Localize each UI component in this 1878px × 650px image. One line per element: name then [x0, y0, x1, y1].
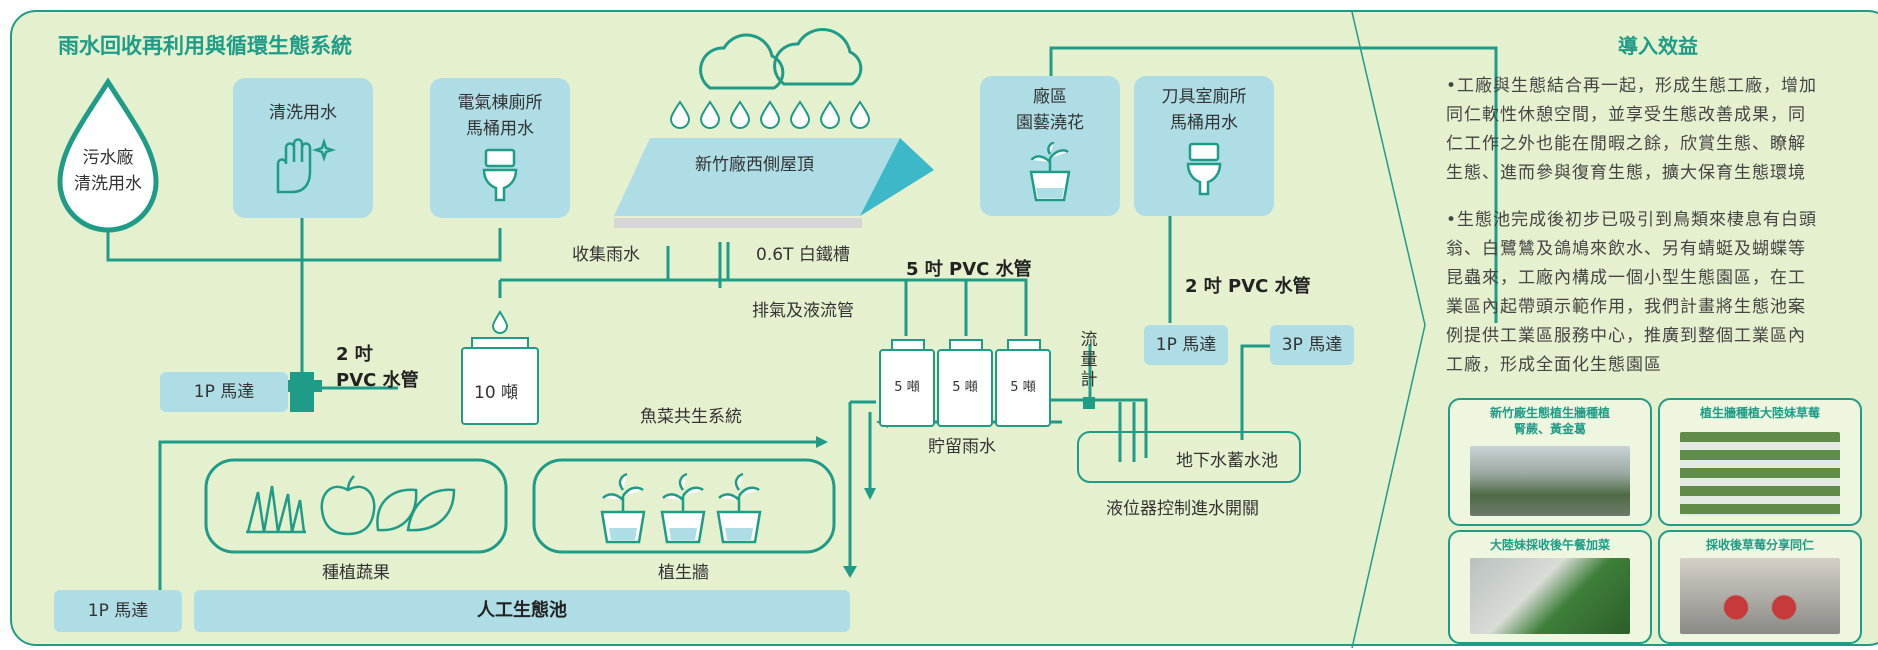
cloud-icon — [699, 27, 863, 90]
toilet-icon — [1186, 142, 1222, 196]
cleaning-glove-icon — [276, 138, 336, 194]
photo-caption: 採收後草莓分享同仁 — [1660, 537, 1860, 553]
card-electric-toilet-line: 馬桶用水 — [466, 119, 534, 139]
benefit-line: 仁工作之外也能在閒暇之餘，欣賞生態、瞭解 — [1446, 134, 1806, 154]
wall-box — [532, 458, 836, 554]
aquaponics-label: 魚菜共生系統 — [640, 407, 742, 427]
photo-image — [1680, 432, 1840, 516]
roof-label: 新竹廠西側屋頂 — [695, 155, 814, 175]
photo-caption: 大陸妹採收後午餐加菜 — [1450, 537, 1650, 553]
drop-label-line: 污水廠 — [82, 148, 134, 168]
benefit-line: 昆蟲來，工廠內構成一個小型生態園區，在工 — [1446, 268, 1806, 288]
photo-caption: 新竹廠生態植生牆種植 腎蕨、黃金葛 — [1450, 405, 1650, 437]
vent-label: 排氣及液流管 — [752, 301, 854, 321]
motor-3p: 3P 馬達 — [1270, 325, 1354, 365]
photo-caption-line: 採收後草莓分享同仁 — [1705, 538, 1814, 552]
card-electric-toilet: 電氣棟廁所 馬桶用水 — [430, 78, 570, 218]
benefit-paragraph-1: •工廠與生態結合再一起，形成生態工廠，增加 同仁軟性休憩空間，並享受生態改善成果… — [1446, 72, 1817, 188]
benefit-line: 業區內起帶頭示範作用，我們計畫將生態池案 — [1446, 297, 1806, 317]
storage-label: 貯留雨水 — [928, 437, 996, 457]
pvc2-right-label: 2 吋 PVC 水管 — [1185, 276, 1311, 297]
pond-bar: 人工生態池 — [194, 590, 850, 632]
tank-5-label: 5 噸 — [952, 380, 978, 395]
photo-image — [1470, 558, 1630, 634]
motor-1p-bottom: 1P 馬達 — [54, 590, 182, 632]
photo-card-3: 大陸妹採收後午餐加菜 — [1448, 530, 1652, 644]
tank-10-icon — [461, 337, 539, 425]
benefit-paragraph-2: •生態池完成後初步已吸引到鳥類來棲息有白頭 翁、白鷺鷥及鴿鳩來飲水、另有蜻蜓及蝴… — [1446, 206, 1817, 380]
photo-caption-line: 新竹廠生態植生牆種植 — [1489, 406, 1610, 420]
card-garden-line: 園藝澆花 — [1016, 113, 1084, 133]
card-garden-line: 廠區 — [1033, 87, 1067, 107]
drop-label-line: 清洗用水 — [74, 174, 142, 194]
benefit-line: •工廠與生態結合再一起，形成生態工廠，增加 — [1446, 76, 1818, 96]
collect-label: 收集雨水 — [572, 245, 640, 265]
card-garden: 廠區 園藝澆花 — [980, 76, 1120, 216]
benefit-line: 同仁軟性休憩空間，並享受生態改善成果，同 — [1446, 105, 1806, 125]
gutter-label: 0.6T 白鐵槽 — [756, 245, 850, 265]
wall-label: 植生牆 — [658, 563, 709, 583]
water-drop-icon — [57, 77, 159, 233]
card-tool-toilet: 刀具室廁所 馬桶用水 — [1134, 76, 1274, 216]
benefit-line: •生態池完成後初步已吸引到鳥類來棲息有白頭 — [1446, 210, 1818, 230]
pvc2-left-label: 2 吋 PVC 水管 — [336, 342, 419, 394]
photo-card-4: 採收後草莓分享同仁 — [1658, 530, 1862, 644]
underground-label: 地下水蓄水池 — [1176, 451, 1278, 471]
pvc2-left-line: PVC 水管 — [336, 370, 419, 391]
level-switch-label: 液位器控制進水開關 — [1106, 499, 1259, 519]
motor-1p-right: 1P 馬達 — [1144, 325, 1228, 365]
card-tool-toilet-line: 刀具室廁所 — [1161, 87, 1247, 107]
tank-5-label: 5 噸 — [1010, 380, 1036, 395]
drop-label: 污水廠 清洗用水 — [58, 145, 158, 197]
flowmeter-char: 量 — [1080, 350, 1098, 370]
page-title: 雨水回收再利用與循環生態系統 — [58, 34, 352, 58]
benefit-line: 工廠，形成全面化生態園區 — [1446, 355, 1662, 375]
photo-card-1: 新竹廠生態植生牆種植 腎蕨、黃金葛 — [1448, 398, 1652, 526]
card-cleaning-label: 清洗用水 — [269, 103, 337, 123]
photo-image — [1470, 446, 1630, 516]
flowmeter-label: 流 量 計 — [1078, 330, 1100, 390]
garden-supply-pipe — [1049, 46, 1498, 323]
benefit-line: 翁、白鷺鷥及鴿鳩來飲水、另有蜻蜓及蝴蝶等 — [1446, 239, 1806, 259]
pvc2-left-line: 2 吋 — [336, 344, 373, 365]
tank-5-label: 5 噸 — [894, 380, 920, 395]
toilet-icon — [482, 148, 518, 202]
panel-divider — [1351, 11, 1426, 649]
tank-5-icons — [879, 339, 1051, 427]
card-tool-toilet-line: 馬桶用水 — [1170, 113, 1238, 133]
pvc5-label: 5 吋 PVC 水管 — [906, 259, 1032, 280]
veg-label: 種植蔬果 — [322, 563, 390, 583]
card-electric-toilet-line: 電氣棟廁所 — [457, 93, 543, 113]
card-cleaning: 清洗用水 — [233, 78, 373, 218]
rain-drops-icon — [491, 100, 871, 334]
photo-caption-line: 植生牆種植大陸妹草莓 — [1699, 406, 1820, 420]
flowmeter-char: 流 — [1080, 330, 1098, 350]
photo-caption: 植生牆種植大陸妹草莓 — [1660, 405, 1860, 421]
aquaponics-loop-pipe — [158, 440, 820, 590]
photo-caption-line: 腎蕨、黃金葛 — [1513, 422, 1586, 436]
photo-image — [1680, 558, 1840, 634]
benefit-line: 例提供工業區服務中心，推廣到整個工業區內 — [1446, 326, 1806, 346]
gutter-shape — [614, 218, 862, 228]
motor-1p-left: 1P 馬達 — [160, 372, 288, 412]
roof-shape — [614, 138, 900, 216]
pvc5-main-pipe — [500, 278, 1028, 336]
benefits-title: 導入效益 — [1618, 34, 1698, 58]
veg-box — [204, 458, 508, 554]
benefit-line: 生態、進而參與復育生態，擴大保育生態環境 — [1446, 163, 1806, 183]
plant-pot-icon — [1029, 140, 1071, 202]
vegetable-icons — [246, 475, 456, 536]
photo-caption-line: 大陸妹採收後午餐加菜 — [1489, 538, 1610, 552]
photo-card-2: 植生牆種植大陸妹草莓 — [1658, 398, 1862, 526]
tank-10-label: 10 噸 — [474, 383, 519, 403]
flowmeter-char: 計 — [1080, 370, 1098, 390]
underground-tank-outline — [1077, 431, 1301, 483]
